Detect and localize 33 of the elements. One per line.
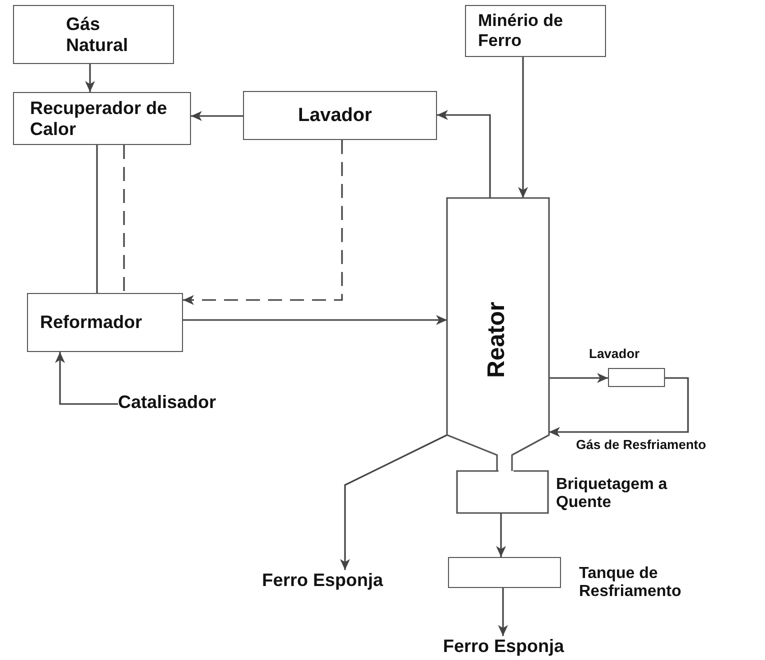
process-label: Lavador: [589, 347, 640, 362]
process-label: Tanque de Resfriamento: [579, 565, 682, 602]
flow-arrow: [549, 373, 608, 383]
process-box: [243, 91, 437, 140]
flow-arrow: [85, 64, 95, 92]
process-box: [13, 92, 191, 145]
process-label: Gás Natural: [66, 14, 130, 56]
flow-arrow: [549, 377, 689, 437]
flow-arrow: [183, 140, 343, 305]
flow-arrow: [183, 315, 447, 325]
process-box: [13, 5, 174, 64]
process-box: [465, 5, 606, 57]
process-label: Minério de Ferro: [478, 11, 564, 50]
flow-arrow: [496, 513, 506, 557]
flow-arrow: [191, 111, 243, 121]
process-label: Reformador: [40, 312, 142, 333]
process-label: Recuperador de Calor: [30, 98, 168, 140]
connector-line: [96, 145, 98, 293]
stream-label: Catalisador: [118, 392, 216, 413]
stream-label: Ferro Esponja: [262, 570, 384, 591]
process-label: Lavador: [298, 105, 372, 127]
process-box: [27, 293, 183, 352]
connector-line: [123, 145, 125, 293]
flow-arrow: [518, 57, 528, 198]
flow-arrow: [340, 434, 448, 570]
stream-label: Gás de Resfriamento: [576, 438, 706, 453]
flow-arrow: [55, 352, 118, 405]
reactor-column: [447, 198, 549, 471]
stream-label: Ferro Esponja: [443, 636, 564, 657]
flow-arrow: [498, 588, 508, 636]
flow-arrow: [437, 110, 491, 198]
process-label: Briquetagem a Quente: [556, 476, 668, 513]
process-label: Reator: [483, 300, 511, 380]
